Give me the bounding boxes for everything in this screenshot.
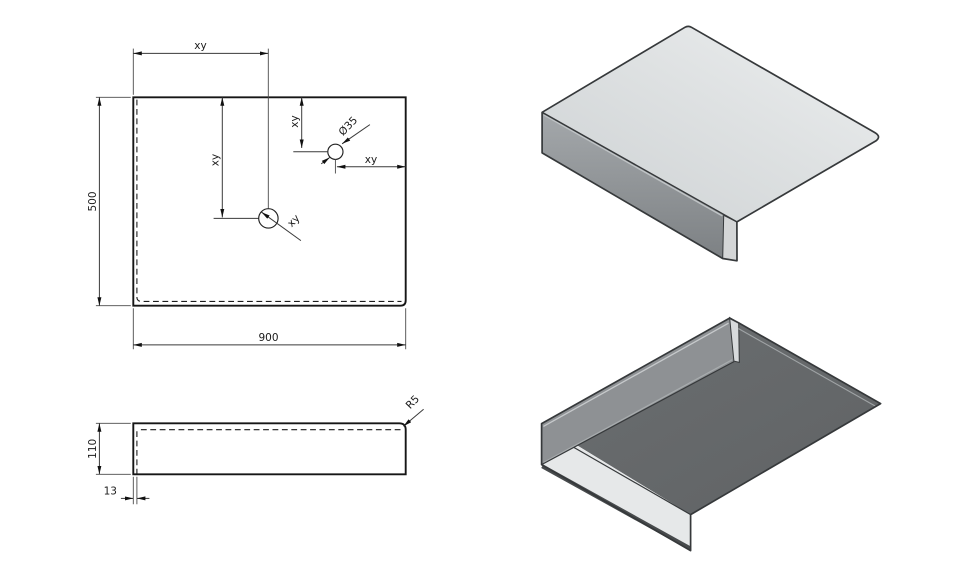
diameter-leader-tail	[320, 157, 331, 165]
ext-line	[132, 476, 138, 505]
iso-view-top	[541, 25, 880, 262]
hole1-circle	[258, 208, 279, 229]
dim-label-front-height: 110	[87, 439, 99, 459]
dim-label-plan-height: 500	[87, 191, 99, 211]
dim-label-hole2-x: xy	[365, 154, 377, 166]
front-outline	[132, 422, 407, 476]
iso-bottom-light-strip	[541, 424, 691, 547]
iso-fold-edge	[541, 111, 738, 223]
ext-line	[95, 422, 131, 475]
hole2-circle	[327, 143, 344, 160]
dim-label-plan-width: 900	[258, 332, 278, 344]
iso-near-edge	[573, 446, 691, 516]
diameter-leader	[341, 124, 371, 145]
iso-lip-top-edge-highlight	[543, 322, 729, 427]
iso-plate-thickness-line	[738, 328, 877, 407]
iso-view-bottom	[540, 316, 882, 552]
dim-label-hole1-x: xy	[194, 40, 206, 52]
iso-fold-highlight-bottom	[543, 359, 733, 463]
iso-lip-inner-face	[541, 318, 734, 465]
dim-label-hole2-y: xy	[289, 115, 301, 127]
plan-view: xy 500 900 xy xy xy xy Ø35	[87, 40, 407, 350]
dim-label-hole-diameter: Ø35	[337, 114, 361, 138]
dim-label-thickness: 13	[104, 486, 117, 498]
iso-fold-highlight	[543, 114, 723, 217]
ext-line	[132, 308, 407, 350]
plan-outline	[132, 96, 407, 307]
front-view: 110 13 R5	[87, 393, 424, 505]
iso-bottom-silhouette	[540, 317, 882, 552]
plan-bend-hidden-line	[136, 99, 402, 302]
iso-top-face	[542, 26, 879, 222]
iso-fold-edge-bottom	[541, 361, 735, 466]
radius-leader	[403, 408, 424, 427]
iso-lip-end-face	[722, 214, 738, 262]
dim-label-hole1-pos: xy	[285, 212, 302, 229]
dim-label-hole1-y: xy	[210, 154, 222, 166]
iso-underside-face	[541, 318, 881, 515]
ext-line	[95, 96, 131, 307]
iso-lip-face	[542, 112, 724, 259]
dim-label-radius: R5	[404, 393, 422, 411]
iso-top-silhouette	[541, 25, 880, 262]
hole1-leader	[261, 211, 302, 242]
